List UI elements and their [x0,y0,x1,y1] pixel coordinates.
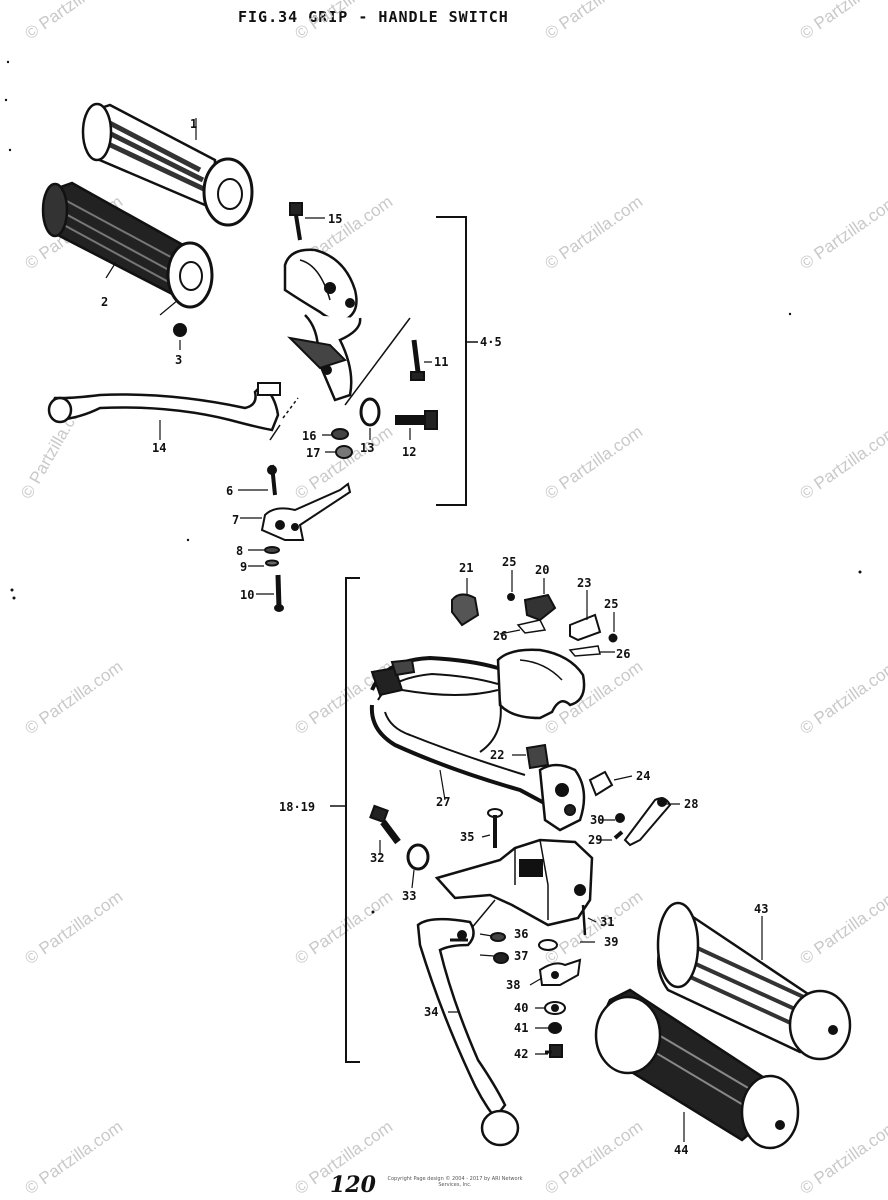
callout-35: 35 [460,830,474,844]
watermark: © Partzilla.com [291,887,396,968]
callout-16: 16 [302,429,316,443]
watermark: © Partzilla.com [21,0,126,43]
callout-39: 39 [604,935,618,949]
callout-7: 7 [232,513,239,527]
callout-2: 2 [101,295,108,309]
callout-18-19: 18·19 [279,800,315,814]
small-parts-36-42 [490,904,587,1058]
callout-41: 41 [514,1021,528,1035]
switch-internals-22-24 [525,743,672,847]
callout-26a: 26 [493,629,507,643]
watermark: © Partzilla.com [796,422,888,503]
callout-14: 14 [152,441,166,455]
callout-4-5: 4·5 [480,335,502,349]
callout-28: 28 [684,797,698,811]
grip-44-part [594,988,800,1150]
callout-9: 9 [240,560,247,574]
lower-assembly [330,570,852,1150]
callout-6: 6 [226,484,233,498]
nut-16-part [331,428,349,440]
callout-32: 32 [370,851,384,865]
watermark: © Partzilla.com [541,1117,646,1198]
nut-3-part [173,323,187,337]
figure-title: FIG.34 GRIP - HANDLE SWITCH [238,8,509,26]
grip-2-part [41,181,214,309]
page-number: 120 [330,1172,376,1198]
switch-buttons-20-26 [451,593,618,657]
watermark: © Partzilla.com [21,657,126,738]
callout-40: 40 [514,1001,528,1015]
bracket-4-5 [436,216,467,506]
callout-44: 44 [674,1143,688,1157]
callout-11: 11 [434,355,448,369]
wiring-harness-27-part [369,655,549,807]
watermark: © Partzilla.com [796,887,888,968]
lever-bracket-part [283,248,411,406]
callout-12: 12 [402,445,416,459]
watermark: © Partzilla.com [21,1117,126,1198]
washer-33-part [406,843,430,871]
bolt-35-part [487,808,503,848]
callout-25a: 25 [502,555,516,569]
upper-assembly [41,102,478,612]
switch-6-10-parts [260,464,352,612]
washer-13-part [359,397,381,427]
bolt-12-part [395,410,438,430]
bolt-32-part [369,804,401,845]
callout-1: 1 [190,117,197,131]
callout-23: 23 [577,576,591,590]
callout-43: 43 [754,902,768,916]
bolt-15-part [289,202,303,241]
callout-34: 34 [424,1005,438,1019]
watermark: © Partzilla.com [796,0,888,43]
callout-30: 30 [590,813,604,827]
grip-1-part [81,102,254,227]
callout-21: 21 [459,561,473,575]
lever-34-part [416,917,520,1147]
callout-17: 17 [306,446,320,460]
callout-22: 22 [490,748,504,762]
watermark: © Partzilla.com [796,1117,888,1198]
lower-lever-bracket-part [434,838,594,931]
watermark: © Partzilla.com [796,657,888,738]
callout-29: 29 [588,833,602,847]
grip-43-part [656,901,852,1061]
callout-15: 15 [328,212,342,226]
watermark: © Partzilla.com [796,192,888,273]
callout-labels: 1 2 3 4·5 6 7 8 9 10 11 12 13 14 15 16 1… [101,117,768,1157]
callout-38: 38 [506,978,520,992]
callout-36: 36 [514,927,528,941]
watermark: © Partzilla.com [291,0,396,43]
callout-3: 3 [175,353,182,367]
callout-24: 24 [636,769,650,783]
callout-31: 31 [600,915,614,929]
callout-13: 13 [360,441,374,455]
copyright-notice: Copyright Page design © 2004 - 2017 by A… [387,1176,523,1188]
watermark: © Partzilla.com [541,0,646,43]
callout-10: 10 [240,588,254,602]
washer-17-part [335,445,353,459]
callout-8: 8 [236,544,243,558]
callout-20: 20 [535,563,549,577]
callout-42: 42 [514,1047,528,1061]
callout-27: 27 [436,795,450,809]
bolt-11-part [410,339,425,381]
watermark: © Partzilla.com [541,192,646,273]
watermark: © Partzilla.com [21,887,126,968]
bracket-18-19 [345,577,360,1063]
lever-14-part [47,382,299,441]
switch-housing-part [496,648,586,720]
watermark: © Partzilla.com [541,422,646,503]
callout-33: 33 [402,889,416,903]
callout-26b: 26 [616,647,630,661]
callout-25b: 25 [604,597,618,611]
callout-37: 37 [514,949,528,963]
scan-specks [4,60,862,914]
